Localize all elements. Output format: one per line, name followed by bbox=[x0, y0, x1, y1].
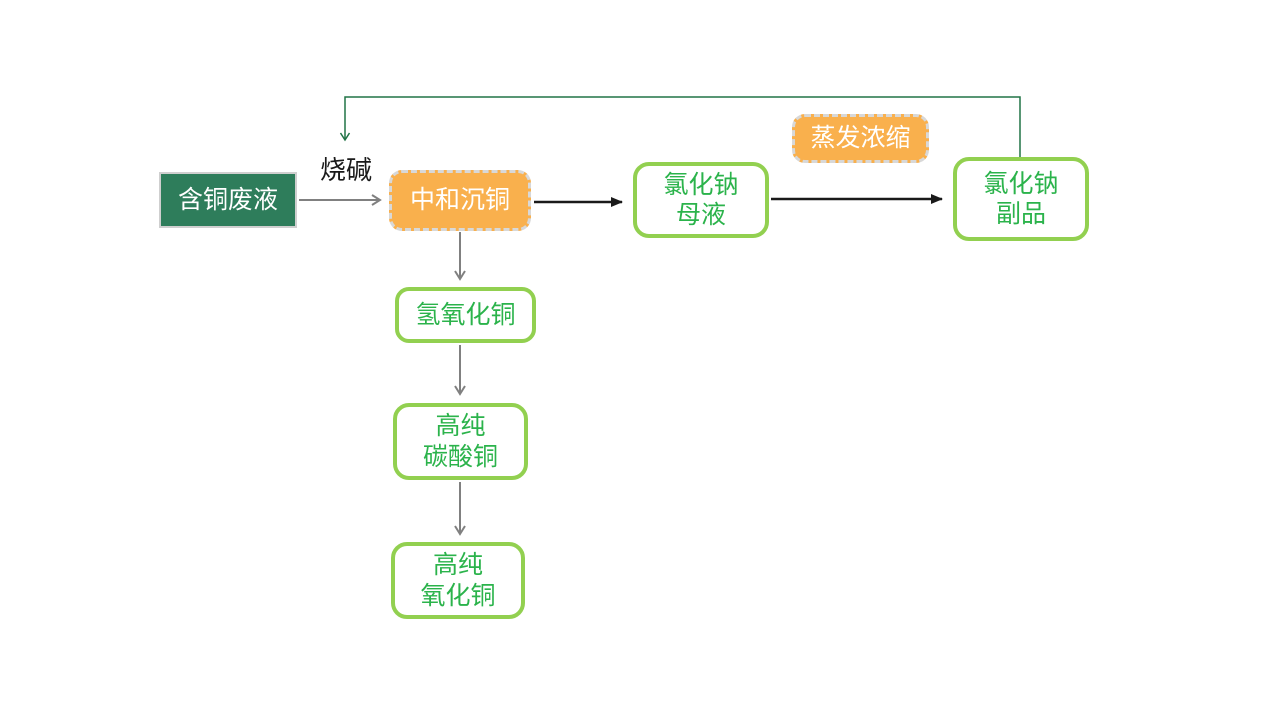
node-nacl-mother-line1: 氯化钠 bbox=[663, 169, 739, 199]
node-nacl-mother-liquor: 氯化钠 母液 bbox=[633, 162, 769, 238]
node-nacl-byproduct-line2: 副品 bbox=[995, 199, 1046, 228]
node-copper-hydroxide: 氢氧化铜 bbox=[395, 287, 536, 343]
feedback-loop-byproduct-to-caustic bbox=[339, 96, 1021, 157]
node-evaporate-concentrate: 蒸发浓缩 bbox=[792, 114, 929, 163]
node-copper-carbonate-line2: 碳酸铜 bbox=[422, 441, 498, 471]
node-nacl-byproduct-line1: 氯化钠 bbox=[983, 168, 1059, 198]
node-copper-oxide-line2: 氧化铜 bbox=[420, 580, 496, 610]
node-copper-hydroxide-label: 氢氧化铜 bbox=[415, 299, 516, 329]
node-copper-carbonate: 高纯 碳酸铜 bbox=[393, 403, 528, 480]
node-copper-waste-label: 含铜废液 bbox=[177, 184, 278, 214]
node-evaporate-label: 蒸发浓缩 bbox=[810, 123, 911, 153]
node-nacl-byproduct: 氯化钠 副品 bbox=[953, 157, 1089, 241]
node-nacl-mother-line2: 母液 bbox=[675, 200, 726, 229]
node-copper-oxide: 高纯 氧化铜 bbox=[391, 542, 525, 619]
node-neutralize-precipitate: 中和沉铜 bbox=[389, 170, 531, 231]
node-copper-waste: 含铜废液 bbox=[159, 172, 297, 228]
node-neutralize-label: 中和沉铜 bbox=[409, 185, 510, 215]
node-copper-oxide-line1: 高纯 bbox=[432, 550, 483, 579]
node-copper-carbonate-line1: 高纯 bbox=[435, 411, 486, 440]
edge-label-caustic-soda: 烧碱 bbox=[319, 156, 372, 186]
